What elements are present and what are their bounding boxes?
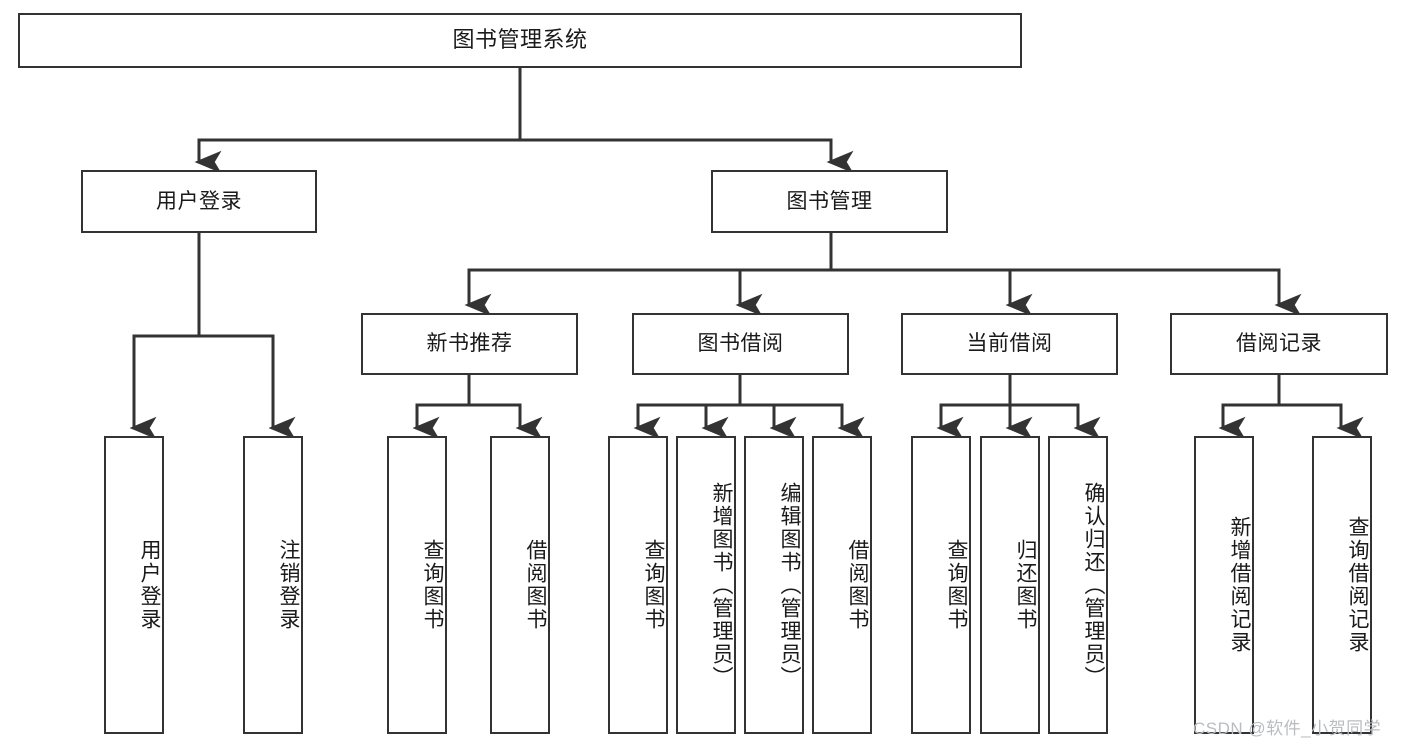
node-label: 注销登录 <box>277 539 300 631</box>
node-label: 确认归还（管理员） <box>1082 481 1105 689</box>
node-label: 借阅图书 <box>524 539 547 631</box>
node-label: 借阅图书 <box>846 539 869 631</box>
leaf-borrow-book[interactable]: 借阅图书 <box>812 436 872 734</box>
node-label: 图书借阅 <box>697 332 784 356</box>
node-label: 归还图书 <box>1014 539 1037 631</box>
leaf-return-book[interactable]: 归还图书 <box>980 436 1040 734</box>
leaf-borrow-book-recommend[interactable]: 借阅图书 <box>490 436 550 734</box>
leaf-add-book-admin[interactable]: 新增图书（管理员） <box>676 436 736 734</box>
leaf-edit-book-admin[interactable]: 编辑图书（管理员） <box>744 436 804 734</box>
leaf-add-borrow-record[interactable]: 新增借阅记录 <box>1194 436 1254 734</box>
node-label: 编辑图书（管理员） <box>778 481 801 689</box>
node-label: 图书管理系统 <box>452 27 588 53</box>
leaf-query-borrow-record[interactable]: 查询借阅记录 <box>1312 436 1372 734</box>
node-user-login[interactable]: 用户登录 <box>81 170 317 233</box>
node-label: 图书管理 <box>786 189 873 213</box>
node-root-book-management-system[interactable]: 图书管理系统 <box>18 13 1022 68</box>
node-label: 当前借阅 <box>966 332 1053 356</box>
node-label: 新增图书（管理员） <box>710 481 733 689</box>
node-label: 借阅记录 <box>1236 332 1322 356</box>
node-book-management[interactable]: 图书管理 <box>711 170 948 233</box>
node-borrow-record[interactable]: 借阅记录 <box>1170 313 1388 375</box>
leaf-user-login[interactable]: 用户登录 <box>104 436 164 734</box>
node-label: 查询图书 <box>945 539 968 631</box>
node-current-borrow[interactable]: 当前借阅 <box>901 313 1118 375</box>
node-label: 新增借阅记录 <box>1228 516 1251 654</box>
leaf-query-book-recommend[interactable]: 查询图书 <box>387 436 447 734</box>
node-book-borrow[interactable]: 图书借阅 <box>632 313 849 375</box>
node-label: 新书推荐 <box>426 332 513 356</box>
leaf-confirm-return-admin[interactable]: 确认归还（管理员） <box>1048 436 1108 734</box>
node-label: 查询图书 <box>642 539 665 631</box>
watermark-text: CSDN @软件_小贺同学 <box>1193 719 1382 738</box>
leaf-query-book-current[interactable]: 查询图书 <box>911 436 971 734</box>
node-label: 查询图书 <box>421 539 444 631</box>
leaf-logout-login[interactable]: 注销登录 <box>243 436 303 734</box>
node-label: 用户登录 <box>138 539 161 631</box>
node-label: 用户登录 <box>156 189 242 213</box>
node-new-book-recommend[interactable]: 新书推荐 <box>361 313 578 375</box>
node-label: 查询借阅记录 <box>1346 516 1369 654</box>
leaf-query-book-borrow[interactable]: 查询图书 <box>608 436 668 734</box>
